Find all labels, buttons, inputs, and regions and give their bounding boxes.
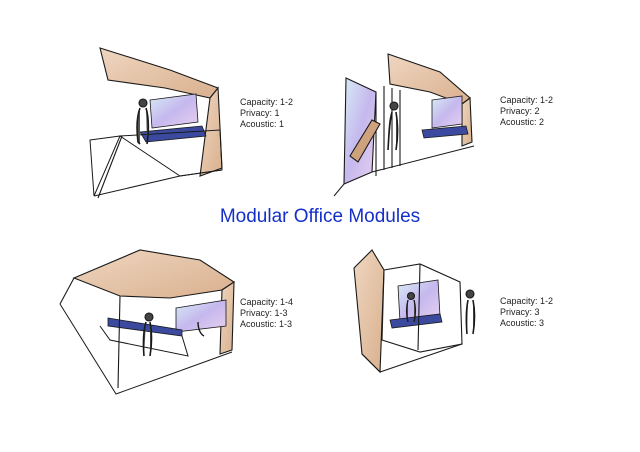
privacy-label: Privacy: 1: [240, 108, 280, 118]
privacy-label: Privacy: 2: [500, 106, 540, 116]
privacy-label: Privacy: 3: [500, 307, 540, 317]
page-title: Modular Office Modules: [219, 206, 421, 227]
acoustic-label: Acoustic: 2: [500, 117, 545, 127]
capacity-label: Capacity: 1-2: [500, 296, 554, 306]
module-3-sketch: [59, 249, 236, 395]
module-2-specs: Capacity: 1-2 Privacy: 2 Acoustic: 2: [500, 95, 553, 128]
module-4-sketch: [353, 249, 476, 374]
module-1-sketch: [89, 47, 223, 199]
acoustic-label: Acoustic: 3: [500, 318, 545, 328]
capacity-label: Capacity: 1-2: [500, 95, 554, 105]
module-3-specs: Capacity: 1-4 Privacy: 1-3 Acoustic: 1-3: [240, 297, 293, 330]
capacity-label: Capacity: 1-2: [240, 97, 294, 107]
capacity-label: Capacity: 1-4: [240, 297, 294, 307]
acoustic-label: Acoustic: 1: [240, 119, 285, 129]
acoustic-label: Acoustic: 1-3: [240, 319, 293, 329]
module-1-specs: Capacity: 1-2 Privacy: 1 Acoustic: 1: [240, 97, 293, 130]
module-4-specs: Capacity: 1-2 Privacy: 3 Acoustic: 3: [500, 296, 553, 329]
module-2-sketch: [333, 53, 475, 197]
privacy-label: Privacy: 1-3: [240, 308, 288, 318]
